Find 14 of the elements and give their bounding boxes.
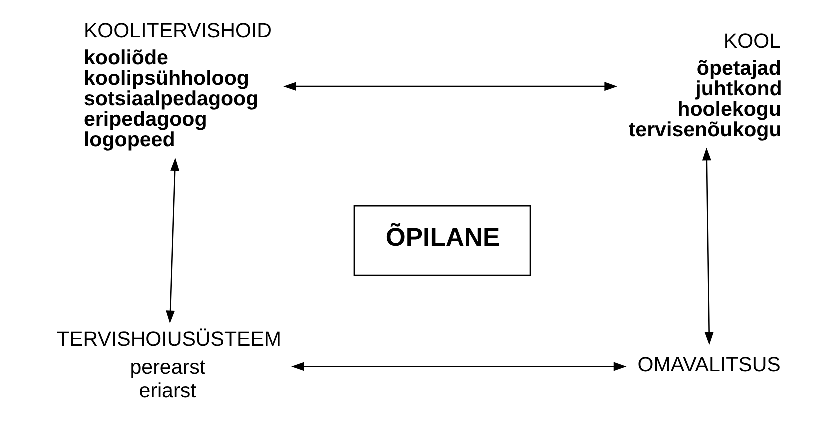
node-box: ÕPILANE <box>353 205 531 276</box>
node-text: TERVISHOIUSÜSTEEM <box>56 328 282 351</box>
node-label: kooliõde <box>83 46 168 70</box>
node-label: eriarst <box>138 379 196 402</box>
arrow <box>166 158 180 324</box>
arrow <box>283 82 618 92</box>
node-text: KOOLITERVISHOID <box>83 19 272 42</box>
node-label: õpetajad <box>696 56 781 80</box>
arrow <box>291 362 626 372</box>
node-text: KOOL <box>723 30 781 53</box>
node-label: koolipsühholoog <box>83 67 249 90</box>
node-text: OMAVALITSUS <box>637 354 780 377</box>
node-label: perearst <box>130 356 206 380</box>
arrow <box>702 148 714 346</box>
